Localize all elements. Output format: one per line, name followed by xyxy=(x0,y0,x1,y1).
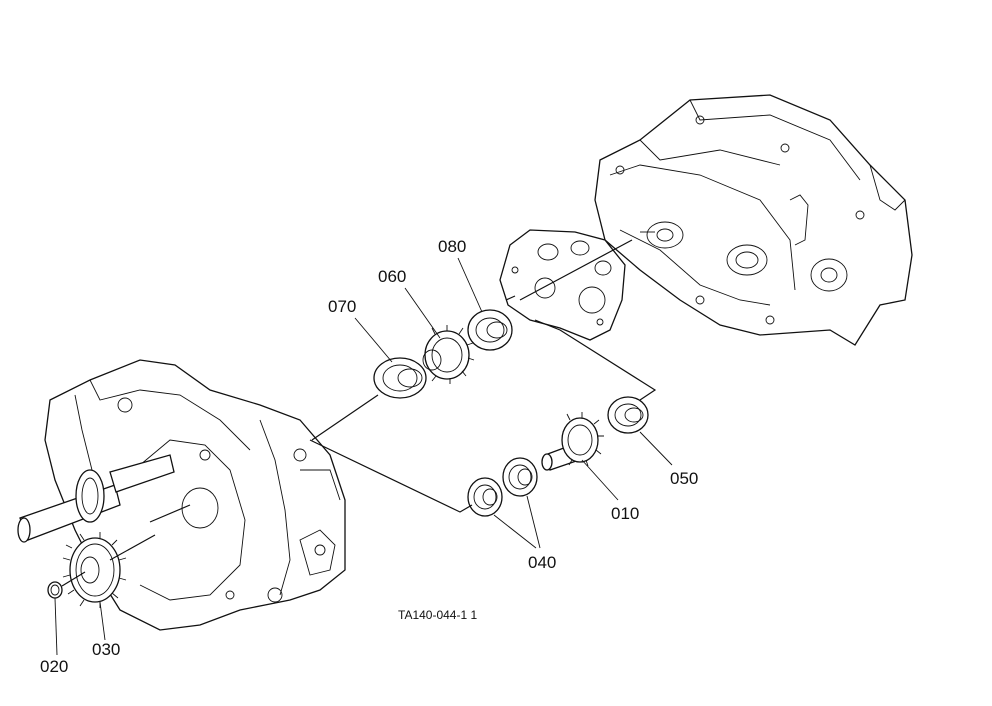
input-shaft xyxy=(17,454,175,543)
callout-040: 040 xyxy=(528,553,556,572)
callout-leaders xyxy=(54,257,673,656)
callout-060: 060 xyxy=(378,267,406,286)
bearing-040-b xyxy=(502,457,538,497)
callout-070: 070 xyxy=(328,297,356,316)
snap-ring-020 xyxy=(47,581,63,599)
bearing-050 xyxy=(607,396,649,434)
diagram-reference-code: TA140-044-1 1 xyxy=(398,608,477,622)
callout-010: 010 xyxy=(611,504,639,523)
callout-050: 050 xyxy=(670,469,698,488)
gear-030 xyxy=(62,532,127,608)
bearing-070 xyxy=(373,357,427,399)
callout-080: 080 xyxy=(438,237,466,256)
callout-labels: 070 060 080 050 010 040 030 020 TA140-04… xyxy=(40,237,698,676)
bearing-040-a xyxy=(467,477,503,517)
right-transmission-case xyxy=(594,94,913,346)
intermediate-plate xyxy=(499,229,626,341)
callout-030: 030 xyxy=(92,640,120,659)
shaft-010 xyxy=(541,412,604,471)
gear-060 xyxy=(422,325,475,384)
bearing-080 xyxy=(467,309,513,351)
callout-020: 020 xyxy=(40,657,68,676)
assembly-lines xyxy=(61,239,657,587)
